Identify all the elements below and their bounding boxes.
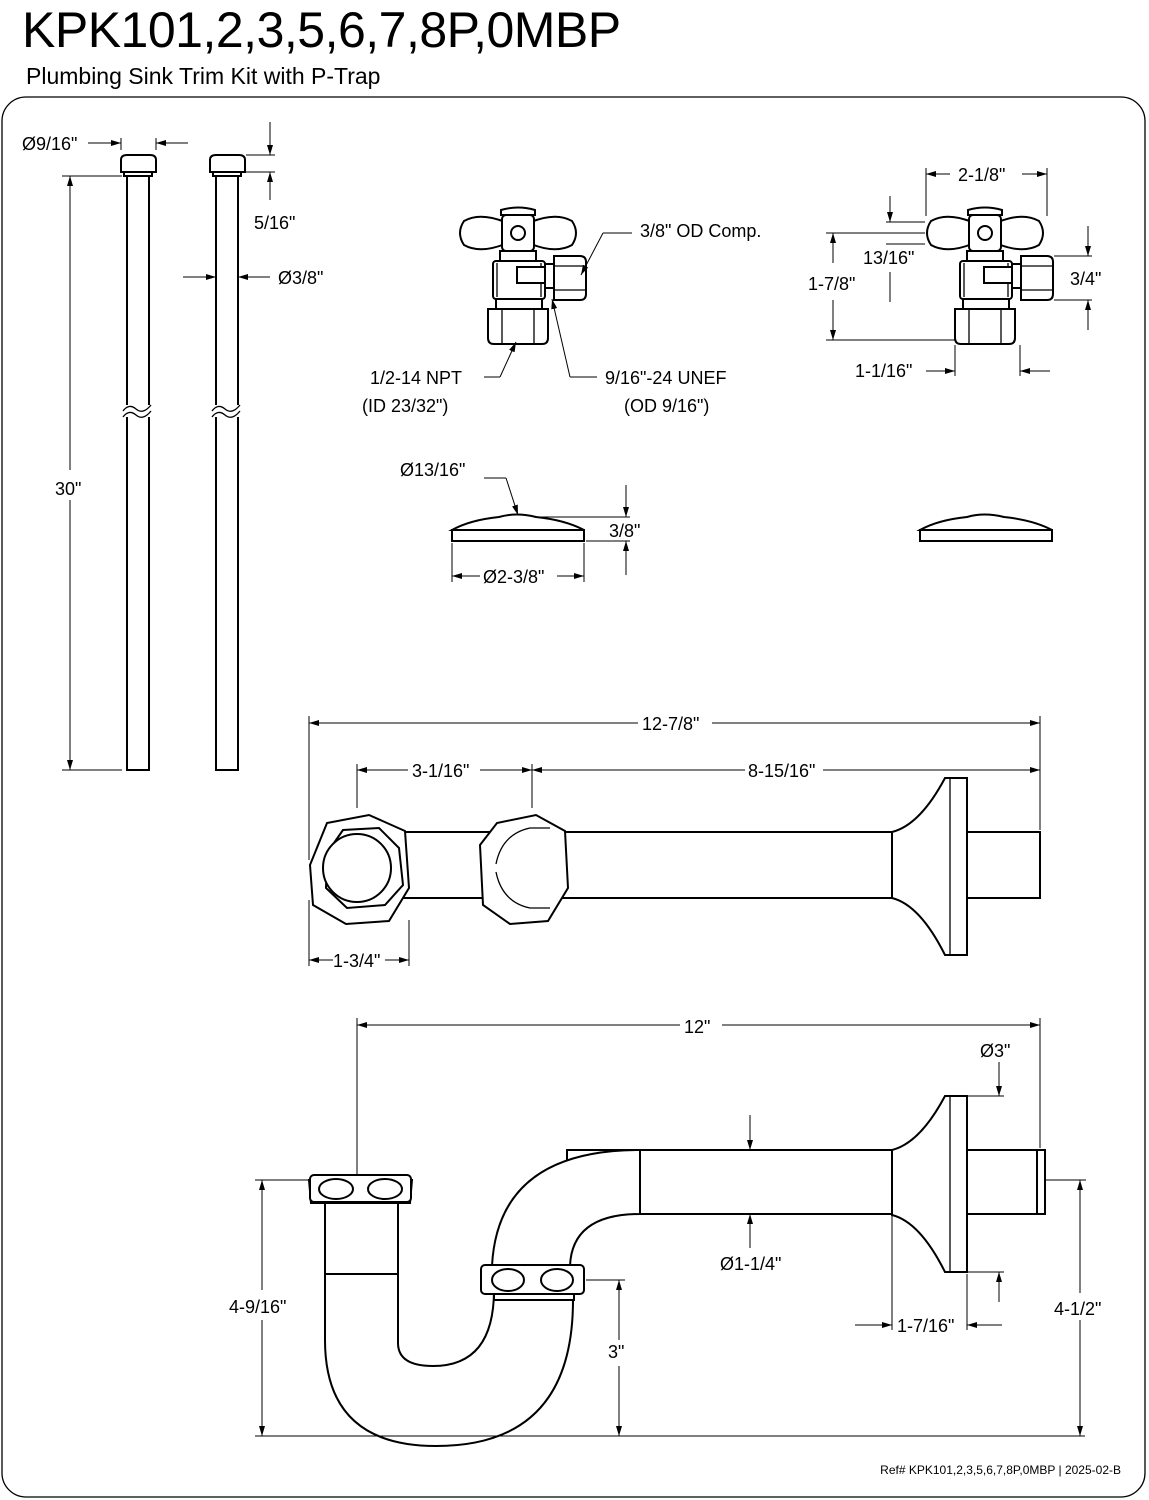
dim-trap-flange-depth: 1-7/16"	[855, 1216, 1002, 1336]
drawing-frame	[1, 96, 1146, 1498]
product-description: Plumbing Sink Trim Kit with P-Trap	[26, 63, 381, 89]
dim-valve-depth: 1-1/16"	[855, 345, 1050, 381]
svg-text:1-7/16": 1-7/16"	[897, 1316, 954, 1336]
dim-flange-height: 3/8"	[540, 485, 640, 575]
dim-supply-tube-od: Ø3/8"	[183, 268, 323, 288]
valve-front	[459, 206, 587, 345]
dim-trap-right-height: 4-1/2"	[1046, 1179, 1101, 1436]
model-number-title: KPK101,2,3,5,6,7,8P,0MBP	[22, 2, 621, 58]
svg-text:Ø2-3/8": Ø2-3/8"	[483, 567, 544, 587]
callout-valve-thread: 9/16"-24 UNEF (OD 9/16")	[551, 298, 726, 416]
svg-text:4-9/16": 4-9/16"	[229, 1297, 286, 1317]
dim-arm-nut: 1-3/4"	[308, 900, 410, 971]
svg-text:3-1/16": 3-1/16"	[412, 761, 469, 781]
svg-text:9/16"-24 UNEF: 9/16"-24 UNEF	[605, 368, 726, 388]
svg-text:3/8": 3/8"	[609, 521, 640, 541]
dim-supply-tip-height: 5/16"	[246, 122, 295, 233]
reference-number: Ref# KPK101,2,3,5,6,7,8P,0MBP | 2025-02-…	[880, 1463, 1121, 1477]
dim-trap-left-height: 4-9/16"	[229, 1179, 1085, 1437]
svg-text:3": 3"	[608, 1342, 624, 1362]
dim-flange-dia: Ø2-3/8"	[451, 543, 585, 587]
svg-text:8-15/16": 8-15/16"	[748, 761, 815, 781]
dim-flange-hole: Ø13/16"	[400, 460, 519, 516]
svg-text:13/16": 13/16"	[863, 248, 914, 268]
svg-text:3/8" OD Comp.: 3/8" OD Comp.	[640, 221, 761, 241]
svg-text:1-7/8": 1-7/8"	[808, 274, 855, 294]
svg-text:1-1/16": 1-1/16"	[855, 361, 912, 381]
dim-supply-tube-length: 30"	[55, 175, 122, 771]
dim-trap-tube: Ø1-1/4"	[720, 1115, 781, 1274]
svg-text:12-7/8": 12-7/8"	[642, 714, 699, 734]
svg-text:1-3/4": 1-3/4"	[333, 951, 380, 971]
supply-tube-left	[120, 154, 157, 771]
escutcheon-flange-left	[448, 513, 585, 542]
dim-trap-bend-height: 3"	[586, 1279, 625, 1436]
svg-text:12": 12"	[684, 1017, 710, 1037]
tailpiece-arm	[308, 777, 1041, 956]
svg-text:Ø13/16": Ø13/16"	[400, 460, 465, 480]
dim-trap-total: 12"	[356, 1017, 1041, 1176]
svg-text:(ID 23/32"): (ID 23/32")	[362, 396, 448, 416]
dim-trap-flange: Ø3"	[968, 1041, 1010, 1302]
svg-text:4-1/2": 4-1/2"	[1054, 1299, 1101, 1319]
dim-valve-width: 2-1/8"	[925, 165, 1048, 216]
escutcheon-flange-right	[916, 513, 1053, 542]
svg-text:Ø3/8": Ø3/8"	[278, 268, 323, 288]
p-trap	[307, 1095, 1046, 1448]
svg-text:1/2-14 NPT: 1/2-14 NPT	[370, 368, 462, 388]
supply-tube-right	[209, 154, 246, 771]
dim-supply-tube-dia: Ø9/16"	[22, 134, 188, 154]
valve-side	[926, 206, 1054, 345]
svg-text:3/4": 3/4"	[1070, 269, 1101, 289]
callout-valve-outlet: 3/8" OD Comp.	[580, 221, 761, 276]
svg-text:30": 30"	[55, 479, 81, 499]
dim-valve-handle-height: 13/16"	[863, 196, 925, 302]
svg-text:Ø9/16": Ø9/16"	[22, 134, 77, 154]
svg-text:(OD 9/16"): (OD 9/16")	[624, 396, 709, 416]
svg-text:Ø1-1/4": Ø1-1/4"	[720, 1254, 781, 1274]
dim-valve-height: 1-7/8"	[808, 232, 955, 341]
dim-arm-total: 12-7/8"	[308, 714, 1041, 860]
dim-valve-outlet-height: 3/4"	[1054, 226, 1101, 330]
svg-text:Ø3": Ø3"	[980, 1041, 1010, 1061]
svg-text:5/16": 5/16"	[254, 213, 295, 233]
callout-valve-inlet: 1/2-14 NPT (ID 23/32")	[362, 341, 517, 416]
svg-text:2-1/8": 2-1/8"	[958, 165, 1005, 185]
dim-arm-nut-offset: 3-1/16"	[356, 761, 533, 808]
dim-arm-tube: 8-15/16"	[532, 761, 1041, 781]
